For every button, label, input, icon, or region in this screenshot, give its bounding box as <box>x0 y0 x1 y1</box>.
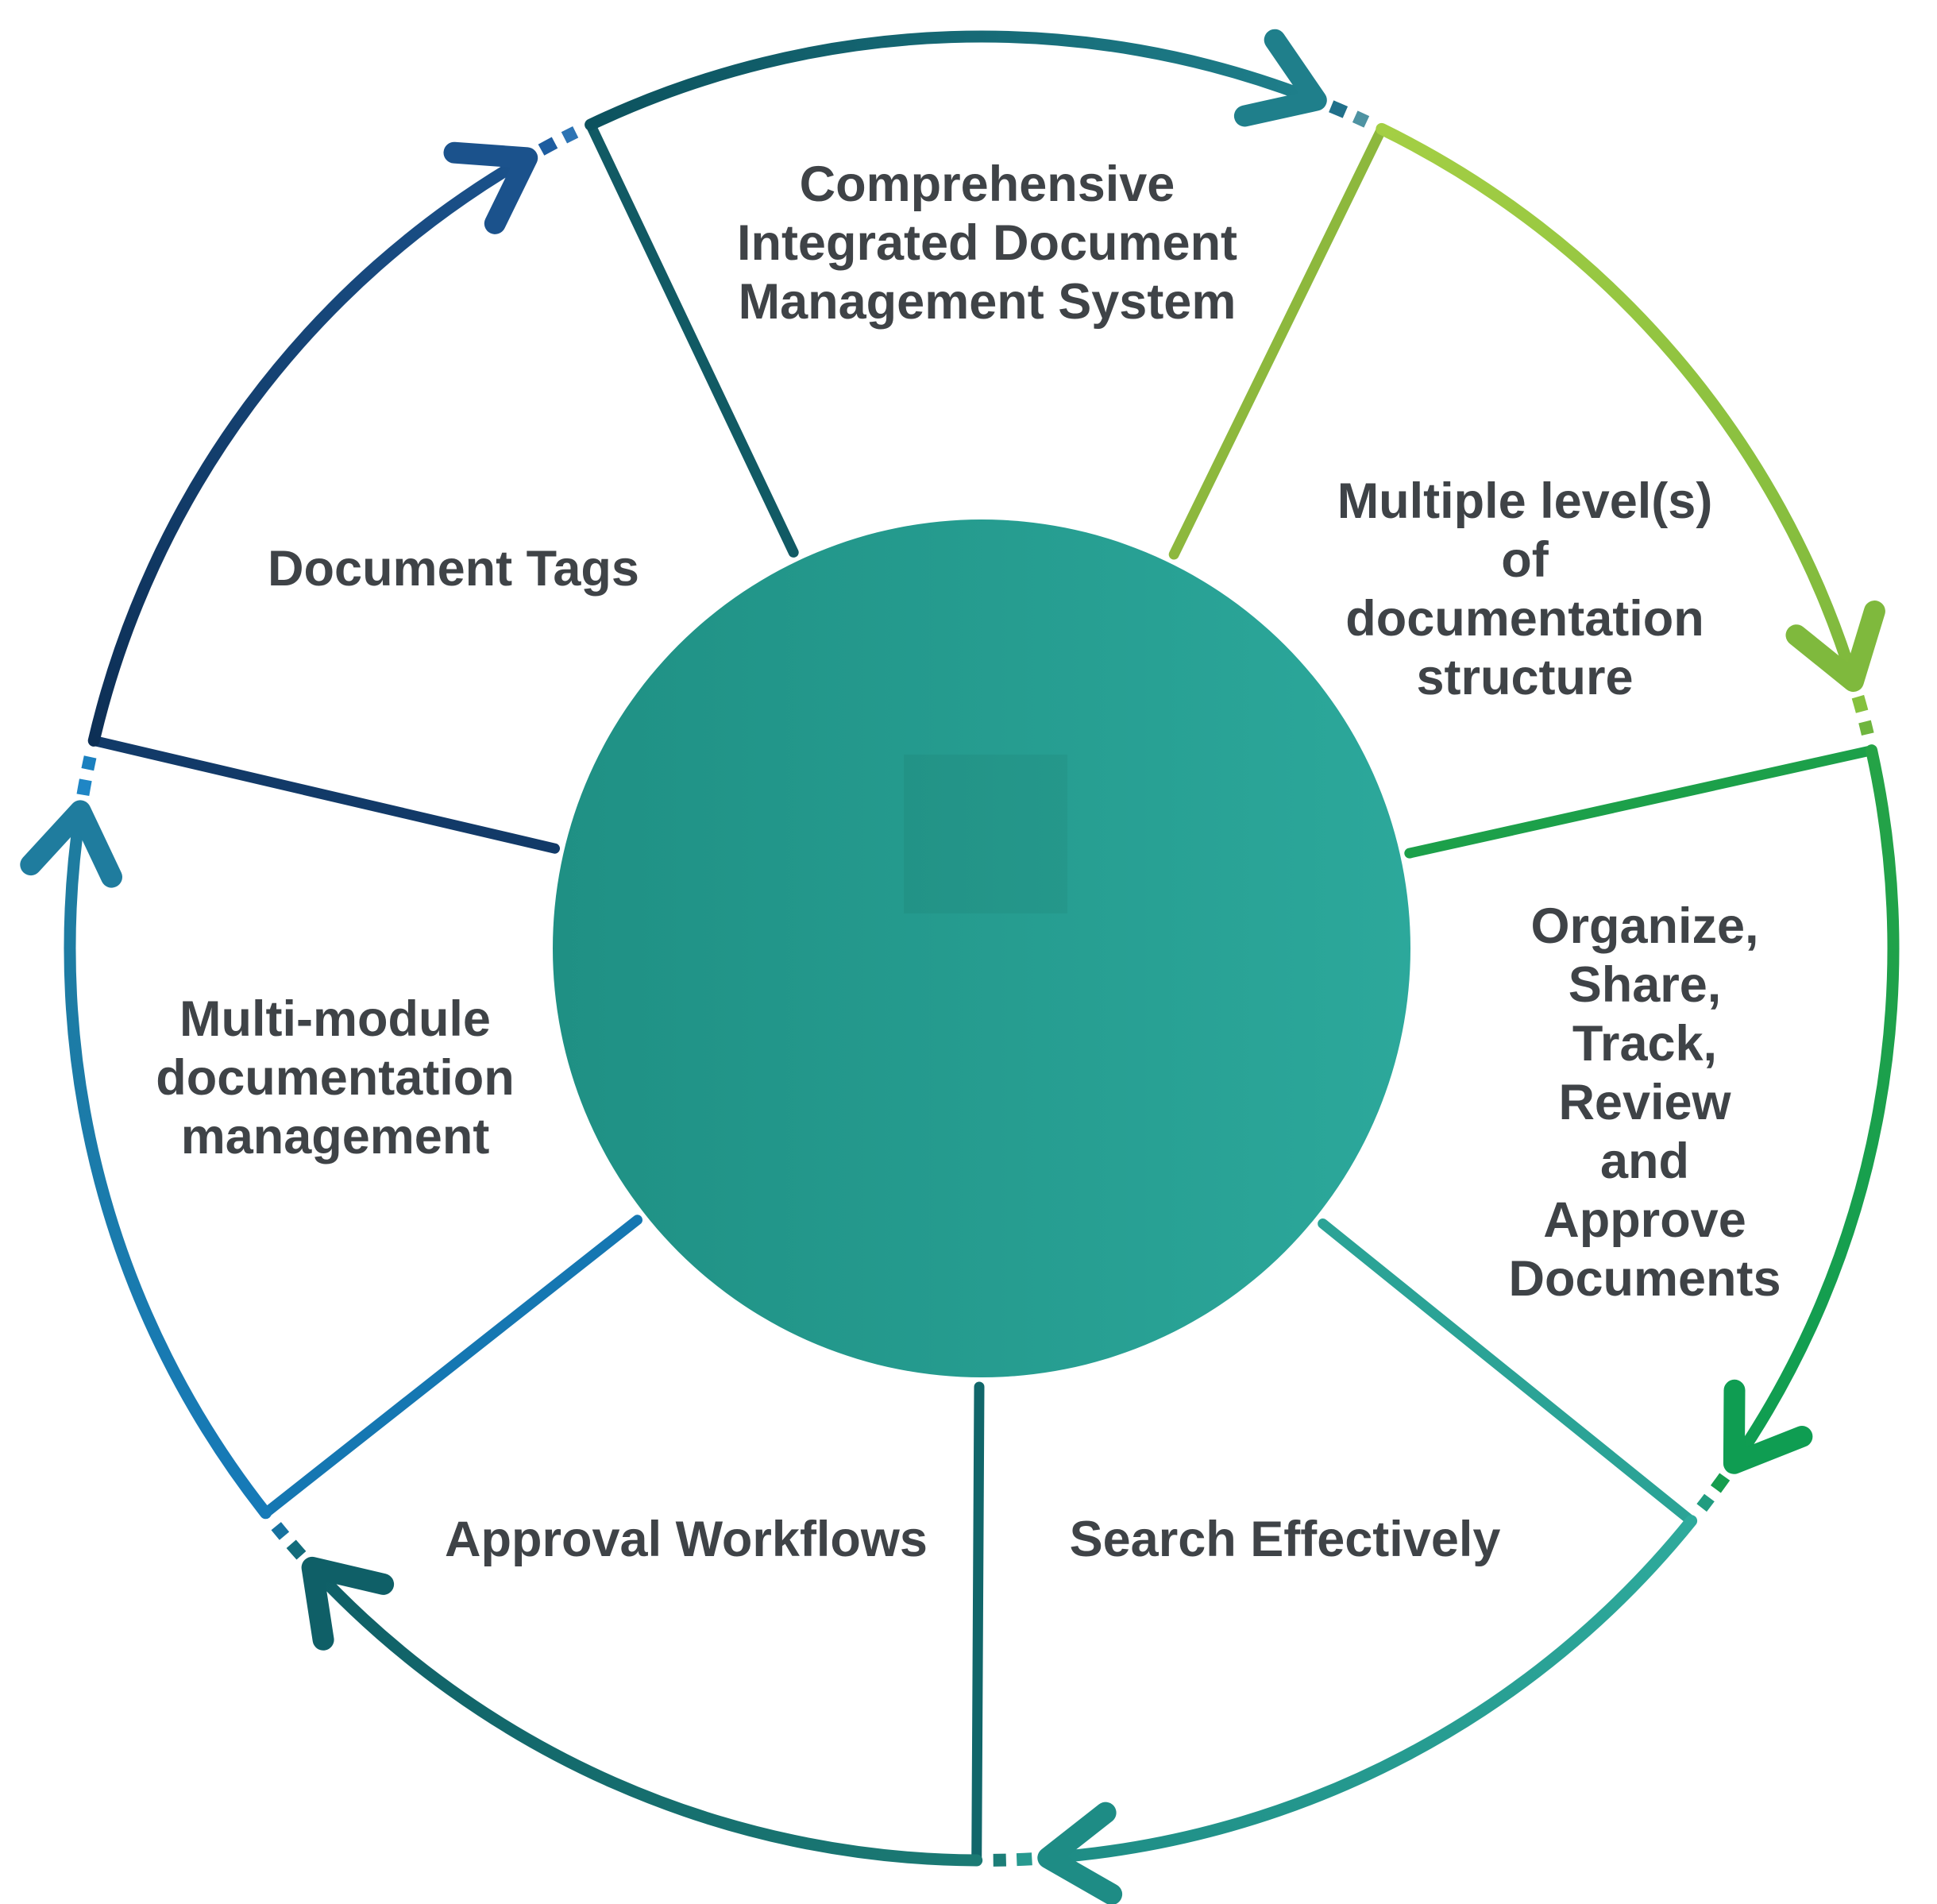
segment-approval-workflows <box>271 1381 985 1867</box>
arrowhead-multiple-levels <box>1785 601 1885 692</box>
divider-organize-share-track <box>1404 745 1877 859</box>
dash-search-effectively-1 <box>1016 1852 1032 1867</box>
segment-document-tags <box>87 126 579 854</box>
watermark-square <box>904 755 1067 913</box>
segment-comprehensive <box>585 29 1370 558</box>
dash-approval-workflows-2 <box>271 1522 290 1540</box>
arc-multi-module <box>64 805 272 1520</box>
dash-multi-module-1 <box>76 778 92 797</box>
dash-comprehensive-1 <box>1329 100 1349 118</box>
dash-multiple-levels-1 <box>1851 694 1869 713</box>
arrowhead-organize-share-track <box>1723 1379 1813 1474</box>
segment-label-document-tags: Document Tags <box>268 541 639 597</box>
divider-approval-workflows <box>971 1381 985 1866</box>
segment-multi-module <box>20 755 642 1520</box>
dash-document-tags-2 <box>561 126 579 144</box>
dash-comprehensive-2 <box>1352 110 1370 128</box>
arrowhead-search-effectively <box>1037 1802 1123 1904</box>
dash-approval-workflows-1 <box>286 1539 307 1560</box>
segment-label-comprehensive: Comprehensive Integrated Document Manage… <box>736 156 1238 330</box>
center-circle <box>553 519 1410 1377</box>
arrowhead-approval-workflows <box>301 1556 395 1651</box>
arc-organize-share-track <box>1727 744 1900 1470</box>
arc-comprehensive <box>585 30 1322 131</box>
arc-document-tags <box>87 152 534 747</box>
segment-label-search-effectively: Search Effectively <box>1069 1512 1501 1567</box>
segment-label-organize-share-track: Organize, Share, Track, Review and Appro… <box>1508 898 1781 1307</box>
segment-label-multiple-levels: Multiple level(s) of documentation struc… <box>1337 473 1713 705</box>
arc-search-effectively <box>1042 1515 1698 1864</box>
segment-label-multi-module: Multi-module documentation management <box>156 991 515 1164</box>
divider-document-tags <box>88 735 560 854</box>
arrowhead-comprehensive <box>1233 29 1327 127</box>
arc-approval-workflows <box>306 1561 983 1867</box>
dash-multiple-levels-2 <box>1858 720 1874 736</box>
arrowhead-document-tags <box>443 141 538 234</box>
segment-label-approval-workflows: Approval Workflows <box>445 1512 928 1567</box>
segment-multiple-levels <box>1168 122 1885 736</box>
arrowhead-multi-module <box>20 800 122 888</box>
divider-multiple-levels <box>1168 123 1387 560</box>
dash-organize-share-track-2 <box>1696 1493 1715 1512</box>
segment-search-effectively <box>993 1218 1698 1904</box>
segment-organize-share-track <box>1404 744 1900 1512</box>
dash-multi-module-2 <box>81 755 97 771</box>
dash-document-tags-1 <box>538 137 558 156</box>
divider-comprehensive <box>585 119 799 558</box>
divider-multi-module <box>260 1215 642 1519</box>
dash-organize-share-track-1 <box>1710 1473 1731 1493</box>
arc-multiple-levels <box>1376 122 1860 687</box>
divider-search-effectively <box>1318 1218 1697 1527</box>
